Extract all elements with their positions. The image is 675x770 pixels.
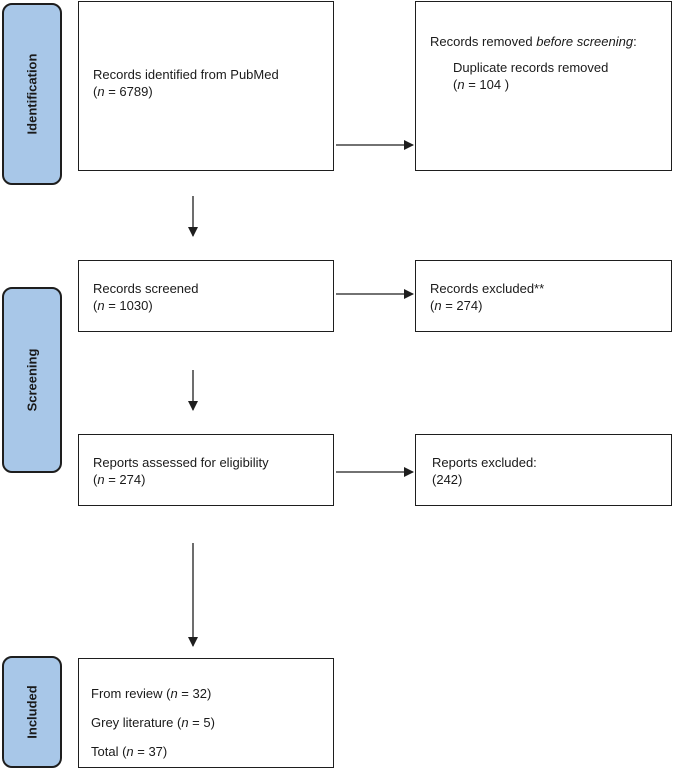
identification-stage-tab: Identification (2, 3, 62, 185)
grey-literature-count: Grey literature (n = 5) (91, 715, 215, 730)
records-screened-label: Records screened (93, 281, 199, 296)
records-removed-box: Records removed before screening: Duplic… (415, 1, 672, 171)
included-stage-tab: Included (2, 656, 62, 768)
reports-excluded-box: Reports excluded: (242) (415, 434, 672, 506)
total-included-count: Total (n = 37) (91, 744, 168, 759)
records-removed-label: Records removed before screening: (430, 34, 637, 49)
from-review-count: From review (n = 32) (91, 686, 212, 701)
records-screened-count: (n = 1030) (93, 298, 153, 313)
duplicates-removed-label: Duplicate records removed (453, 60, 609, 75)
reports-excluded-count: (242) (432, 472, 463, 487)
reports-assessed-box: Reports assessed for eligibility (n = 27… (78, 434, 334, 506)
reports-assessed-count: (n = 274) (93, 472, 146, 487)
reports-assessed-label: Reports assessed for eligibility (93, 455, 269, 470)
records-identified-label: Records identified from PubMed (93, 67, 279, 82)
records-identified-box: Records identified from PubMed (n = 6789… (78, 1, 334, 171)
records-excluded-label: Records excluded** (430, 281, 545, 296)
records-screened-box: Records screened (n = 1030) (78, 260, 334, 332)
records-identified-count: (n = 6789) (93, 84, 153, 99)
duplicates-removed-count: (n = 104 ) (453, 77, 510, 92)
records-excluded-box: Records excluded** (n = 274) (415, 260, 672, 332)
reports-excluded-label: Reports excluded: (432, 455, 537, 470)
included-studies-box: From review (n = 32) Grey literature (n … (78, 658, 334, 768)
records-excluded-count: (n = 274) (430, 298, 483, 313)
screening-stage-tab: Screening (2, 287, 62, 473)
